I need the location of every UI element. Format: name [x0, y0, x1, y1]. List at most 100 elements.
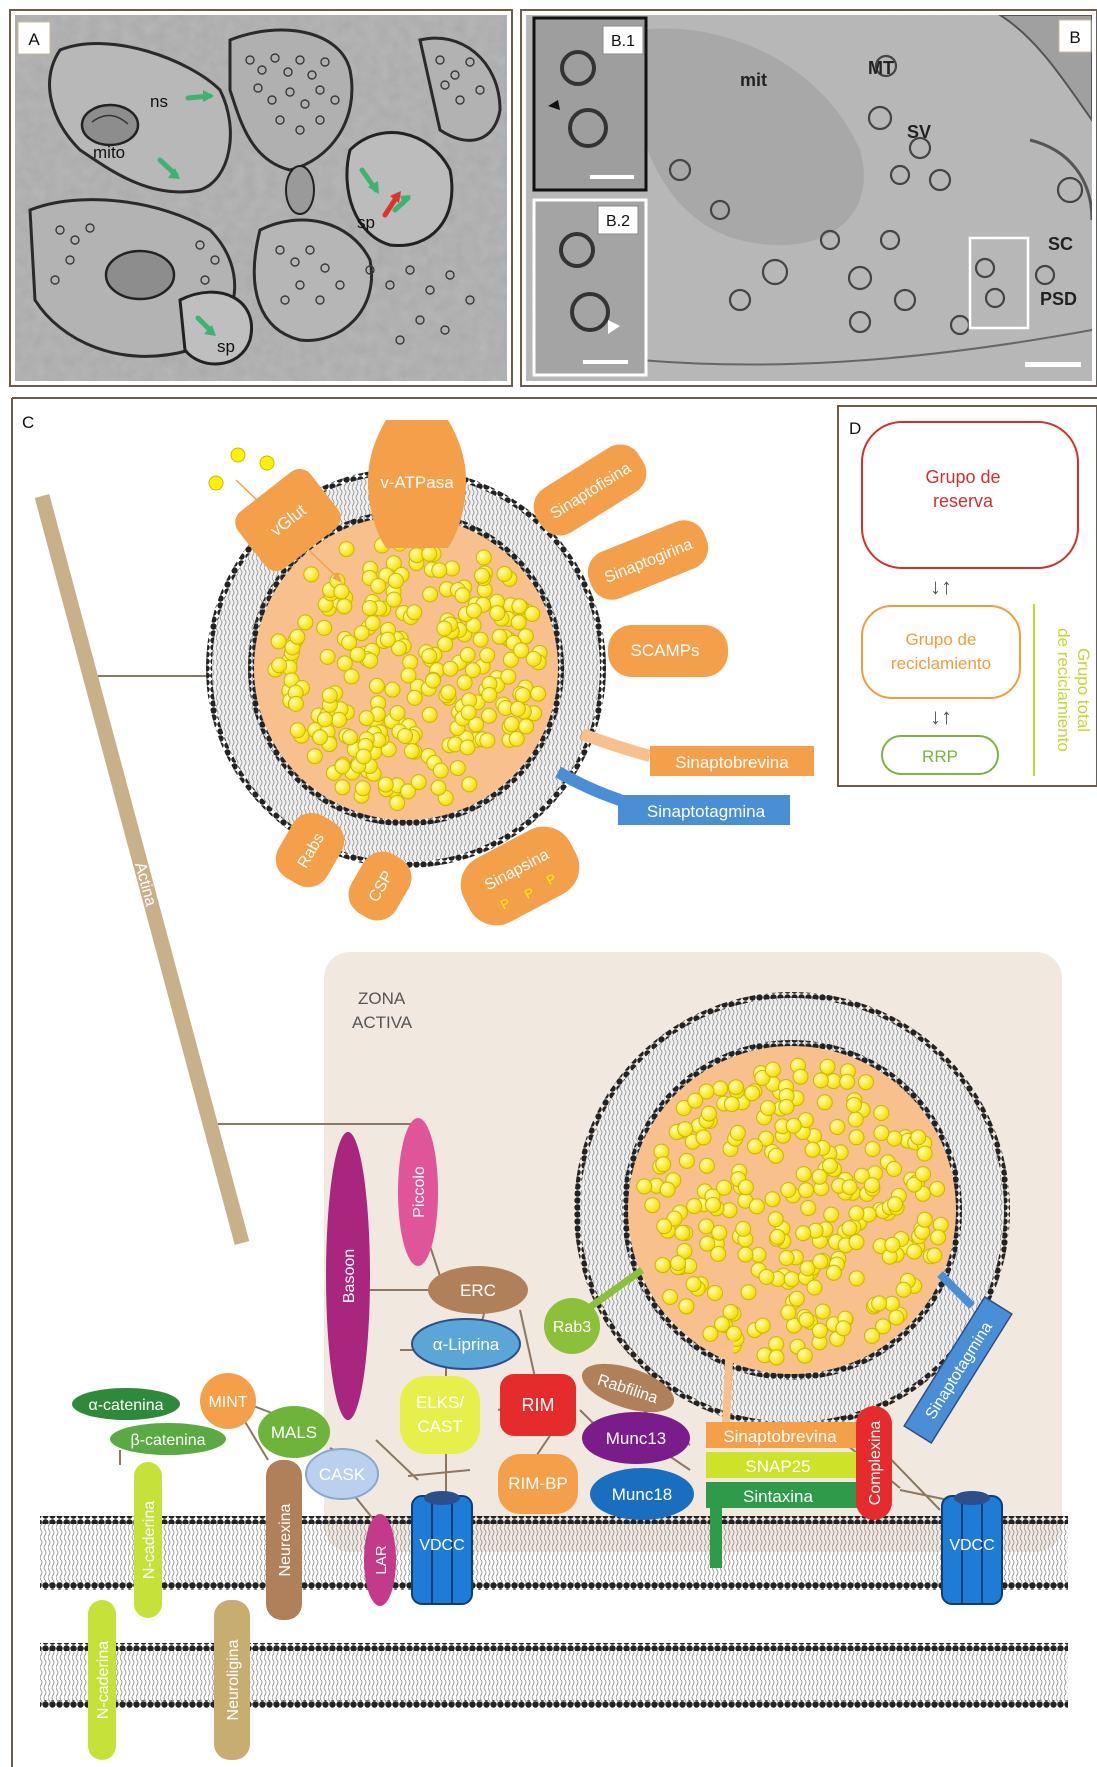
neurotransmitter-molecule — [337, 599, 352, 614]
svg-text:N-caderina: N-caderina — [95, 1641, 112, 1719]
neurotransmitter-molecule — [712, 1225, 727, 1240]
neurotransmitter-molecule — [872, 1296, 887, 1311]
neurotransmitter-molecule — [786, 1118, 801, 1133]
neurotransmitter-molecule — [749, 1199, 764, 1214]
presynaptic-membrane — [40, 1516, 1068, 1590]
neurotransmitter-molecule — [706, 1197, 721, 1212]
neurotransmitter-molecule — [460, 740, 475, 755]
svg-text:CAST: CAST — [417, 1417, 462, 1436]
neurotransmitter-molecule — [332, 712, 347, 727]
vdcc-channel-left: VDCC — [412, 1491, 472, 1604]
neurotransmitter-molecule — [865, 1328, 880, 1343]
neurotransmitter-molecule — [738, 1180, 753, 1195]
neurotransmitter-molecule — [339, 542, 354, 557]
neurotransmitter-molecule — [404, 744, 419, 759]
neurotransmitter-molecule — [849, 1271, 864, 1286]
panel-d: D Grupo de reserva ↓↑ Grupo de reciclami… — [838, 406, 1097, 786]
neurotransmitter-molecule — [443, 661, 458, 676]
neurotransmitter-molecule — [504, 717, 519, 732]
neurotransmitter-molecule — [288, 696, 303, 711]
neurotransmitter-molecule — [812, 1323, 827, 1338]
neurotransmitter-molecule — [271, 634, 286, 649]
neurotransmitter-molecule — [369, 678, 384, 693]
neurotransmitter-molecule — [437, 621, 452, 636]
neurotransmitter-molecule — [738, 1247, 753, 1262]
rrp-label: RRP — [922, 747, 958, 766]
neurotransmitter-molecule — [842, 1180, 857, 1195]
actin-label: Actina — [131, 861, 159, 908]
neurotransmitter-molecule — [713, 1081, 728, 1096]
neurotransmitter-molecule — [497, 567, 512, 582]
neurotransmitter-molecule — [796, 1226, 811, 1241]
elks-cast-protein: ELKS/ CAST — [400, 1376, 480, 1454]
neurotransmitter-molecule — [482, 708, 497, 723]
neurotransmitter-molecule — [304, 567, 319, 582]
neuroligin-protein: Neuroligina — [214, 1600, 250, 1760]
neurotransmitter-molecule — [917, 1146, 932, 1161]
synaptophysin-protein: Sinaptofisina — [525, 436, 654, 544]
neurotransmitter-molecule — [407, 690, 422, 705]
neurotransmitter-molecule — [708, 1286, 723, 1301]
svg-text:LAR: LAR — [373, 1545, 390, 1574]
label-sp-2: sp — [217, 337, 235, 356]
neurotransmitter-molecule — [896, 1282, 911, 1297]
synaptobrevin-vesicle: Sinaptobrevina — [582, 734, 814, 776]
panel-a: A ns mito sp sp — [10, 10, 512, 386]
neurotransmitter-molecule — [686, 1277, 701, 1292]
munc18-protein: Munc18 — [590, 1468, 694, 1520]
recycling-pool-label-1: Grupo de — [906, 630, 977, 649]
neurotransmitter-molecule — [874, 1106, 889, 1121]
complexin-protein: Complexina — [856, 1406, 892, 1520]
panel-c-letter: C — [22, 413, 34, 432]
neurotransmitter-molecule — [759, 1269, 774, 1284]
neurotransmitter-molecule — [335, 780, 350, 795]
neurotransmitter-molecule — [727, 1326, 742, 1341]
neurotransmitter-molecule — [492, 629, 507, 644]
neurotransmitter-molecule — [272, 658, 287, 673]
total-recycling-label-1: Grupo total — [1074, 648, 1093, 732]
neurotransmitter-molecule — [748, 1139, 763, 1154]
basoon-protein: Basoon — [326, 1132, 370, 1420]
label-psd: PSD — [1040, 289, 1077, 309]
neurotransmitter-molecule — [466, 603, 481, 618]
neurotransmitter-molecule — [830, 1120, 845, 1135]
neurotransmitter-molecule — [657, 1219, 672, 1234]
neurotransmitter-molecule — [931, 1230, 946, 1245]
neurotransmitter-molecule — [889, 1310, 904, 1325]
snare-snap25: SNAP25 — [745, 1457, 810, 1476]
neurotransmitter-molecule — [660, 1182, 675, 1197]
label-sc: SC — [1048, 234, 1073, 254]
neurotransmitter-molecule — [359, 711, 374, 726]
neurotransmitter-molecule — [859, 1075, 874, 1090]
neurotransmitter-molecule — [455, 588, 470, 603]
snare-syntaxin: Sintaxina — [743, 1487, 813, 1506]
neurotransmitter-molecule — [847, 1097, 862, 1112]
postsynaptic-membrane — [40, 1643, 1068, 1708]
svg-text:SCAMPs: SCAMPs — [631, 641, 700, 660]
neurotransmitter-molecule — [701, 1106, 716, 1121]
scamps-protein: SCAMPs — [608, 625, 728, 677]
neurotransmitter-molecule — [745, 1086, 760, 1101]
lar-protein: LAR — [364, 1514, 396, 1606]
neurotransmitter-molecule — [313, 730, 328, 745]
arrow-recycling-rrp: ↓↑ — [930, 704, 952, 729]
neurotransmitter-molecule — [917, 1212, 932, 1227]
neurotransmitter-molecule — [916, 1167, 931, 1182]
neurotransmitter-molecule — [386, 592, 401, 607]
mals-protein: MALS — [258, 1406, 330, 1458]
neurotransmitter-molecule — [849, 1206, 864, 1221]
neurotransmitter-molecule — [824, 1207, 839, 1222]
neurotransmitter-molecule — [770, 1229, 785, 1244]
neurotransmitter-molecule — [813, 1073, 828, 1088]
reserve-pool-label-1: Grupo de — [925, 467, 1000, 487]
arrow-reserve-recycling: ↓↑ — [930, 574, 952, 599]
alpha-catenin-protein: α-catenina — [72, 1388, 180, 1420]
neurexin-protein: Neurexina — [266, 1460, 302, 1620]
svg-text:Sinaptobrevina: Sinaptobrevina — [675, 753, 789, 772]
neurotransmitter-molecule — [842, 1221, 857, 1236]
neurotransmitter-molecule — [422, 707, 437, 722]
svg-text:MALS: MALS — [271, 1423, 317, 1442]
neurotransmitter-molecule — [840, 1074, 855, 1089]
neurotransmitter-molecule — [865, 1178, 880, 1193]
neurotransmitter-molecule — [512, 599, 527, 614]
